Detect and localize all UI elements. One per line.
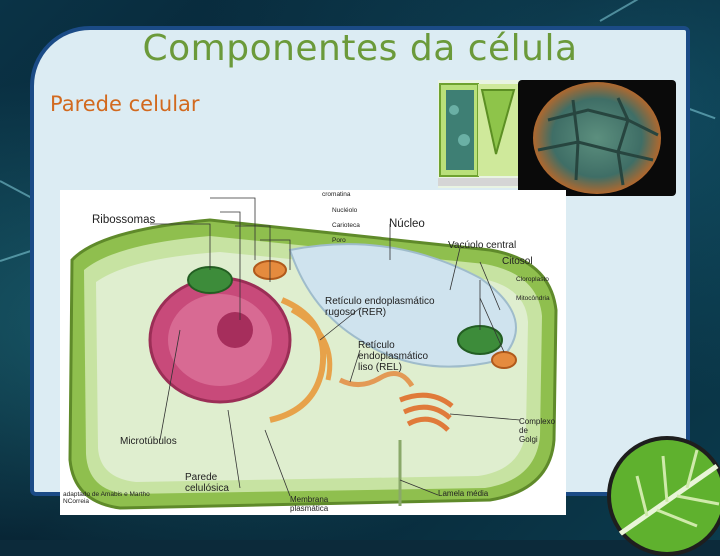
label-membrana-plasmatica: Membrana plasmática: [290, 496, 328, 514]
label-carioteca: Carioteca: [332, 222, 360, 229]
plant-cell-diagram: cromatina Nucléolo Carioteca Poro Riboss…: [60, 190, 566, 515]
label-microtubulos: Microtúbulos: [120, 436, 177, 447]
label-lamela-media: Lamela média: [438, 490, 488, 499]
image-credit: adaptado de Amabis e Martho NCorreia: [63, 491, 150, 505]
label-ribossomas: Ribossomas: [92, 214, 155, 227]
light-streak: [600, 0, 705, 22]
label-nucleolo: Nucléolo: [332, 207, 357, 214]
label-poro: Poro: [332, 237, 346, 244]
label-vacuolo-central: Vacúolo central: [448, 240, 516, 251]
leaf-icon: [607, 436, 720, 556]
cell-wall-3d-illustration: [438, 80, 520, 188]
section-subtitle: Parede celular: [50, 92, 200, 116]
label-cromatina: cromatina: [322, 191, 351, 198]
label-parede-celulosica: Parede celulósica: [185, 472, 229, 494]
label-rel: Retículo endoplasmático liso (REL): [358, 340, 428, 373]
microscope-photo: [518, 80, 676, 196]
label-nucleo: Núcleo: [389, 218, 425, 231]
plant-cell-illustration: [60, 190, 566, 515]
label-mitocondria: Mitocôndria: [516, 295, 550, 302]
slide-title: Componentes da célula: [0, 28, 720, 69]
label-citosol: Citosol: [502, 256, 533, 267]
label-golgi: Complexo de Golgi: [519, 418, 555, 444]
label-rer: Retículo endoplasmático rugoso (RER): [325, 296, 435, 318]
label-cloroplasto: Cloroplasto: [516, 276, 549, 283]
